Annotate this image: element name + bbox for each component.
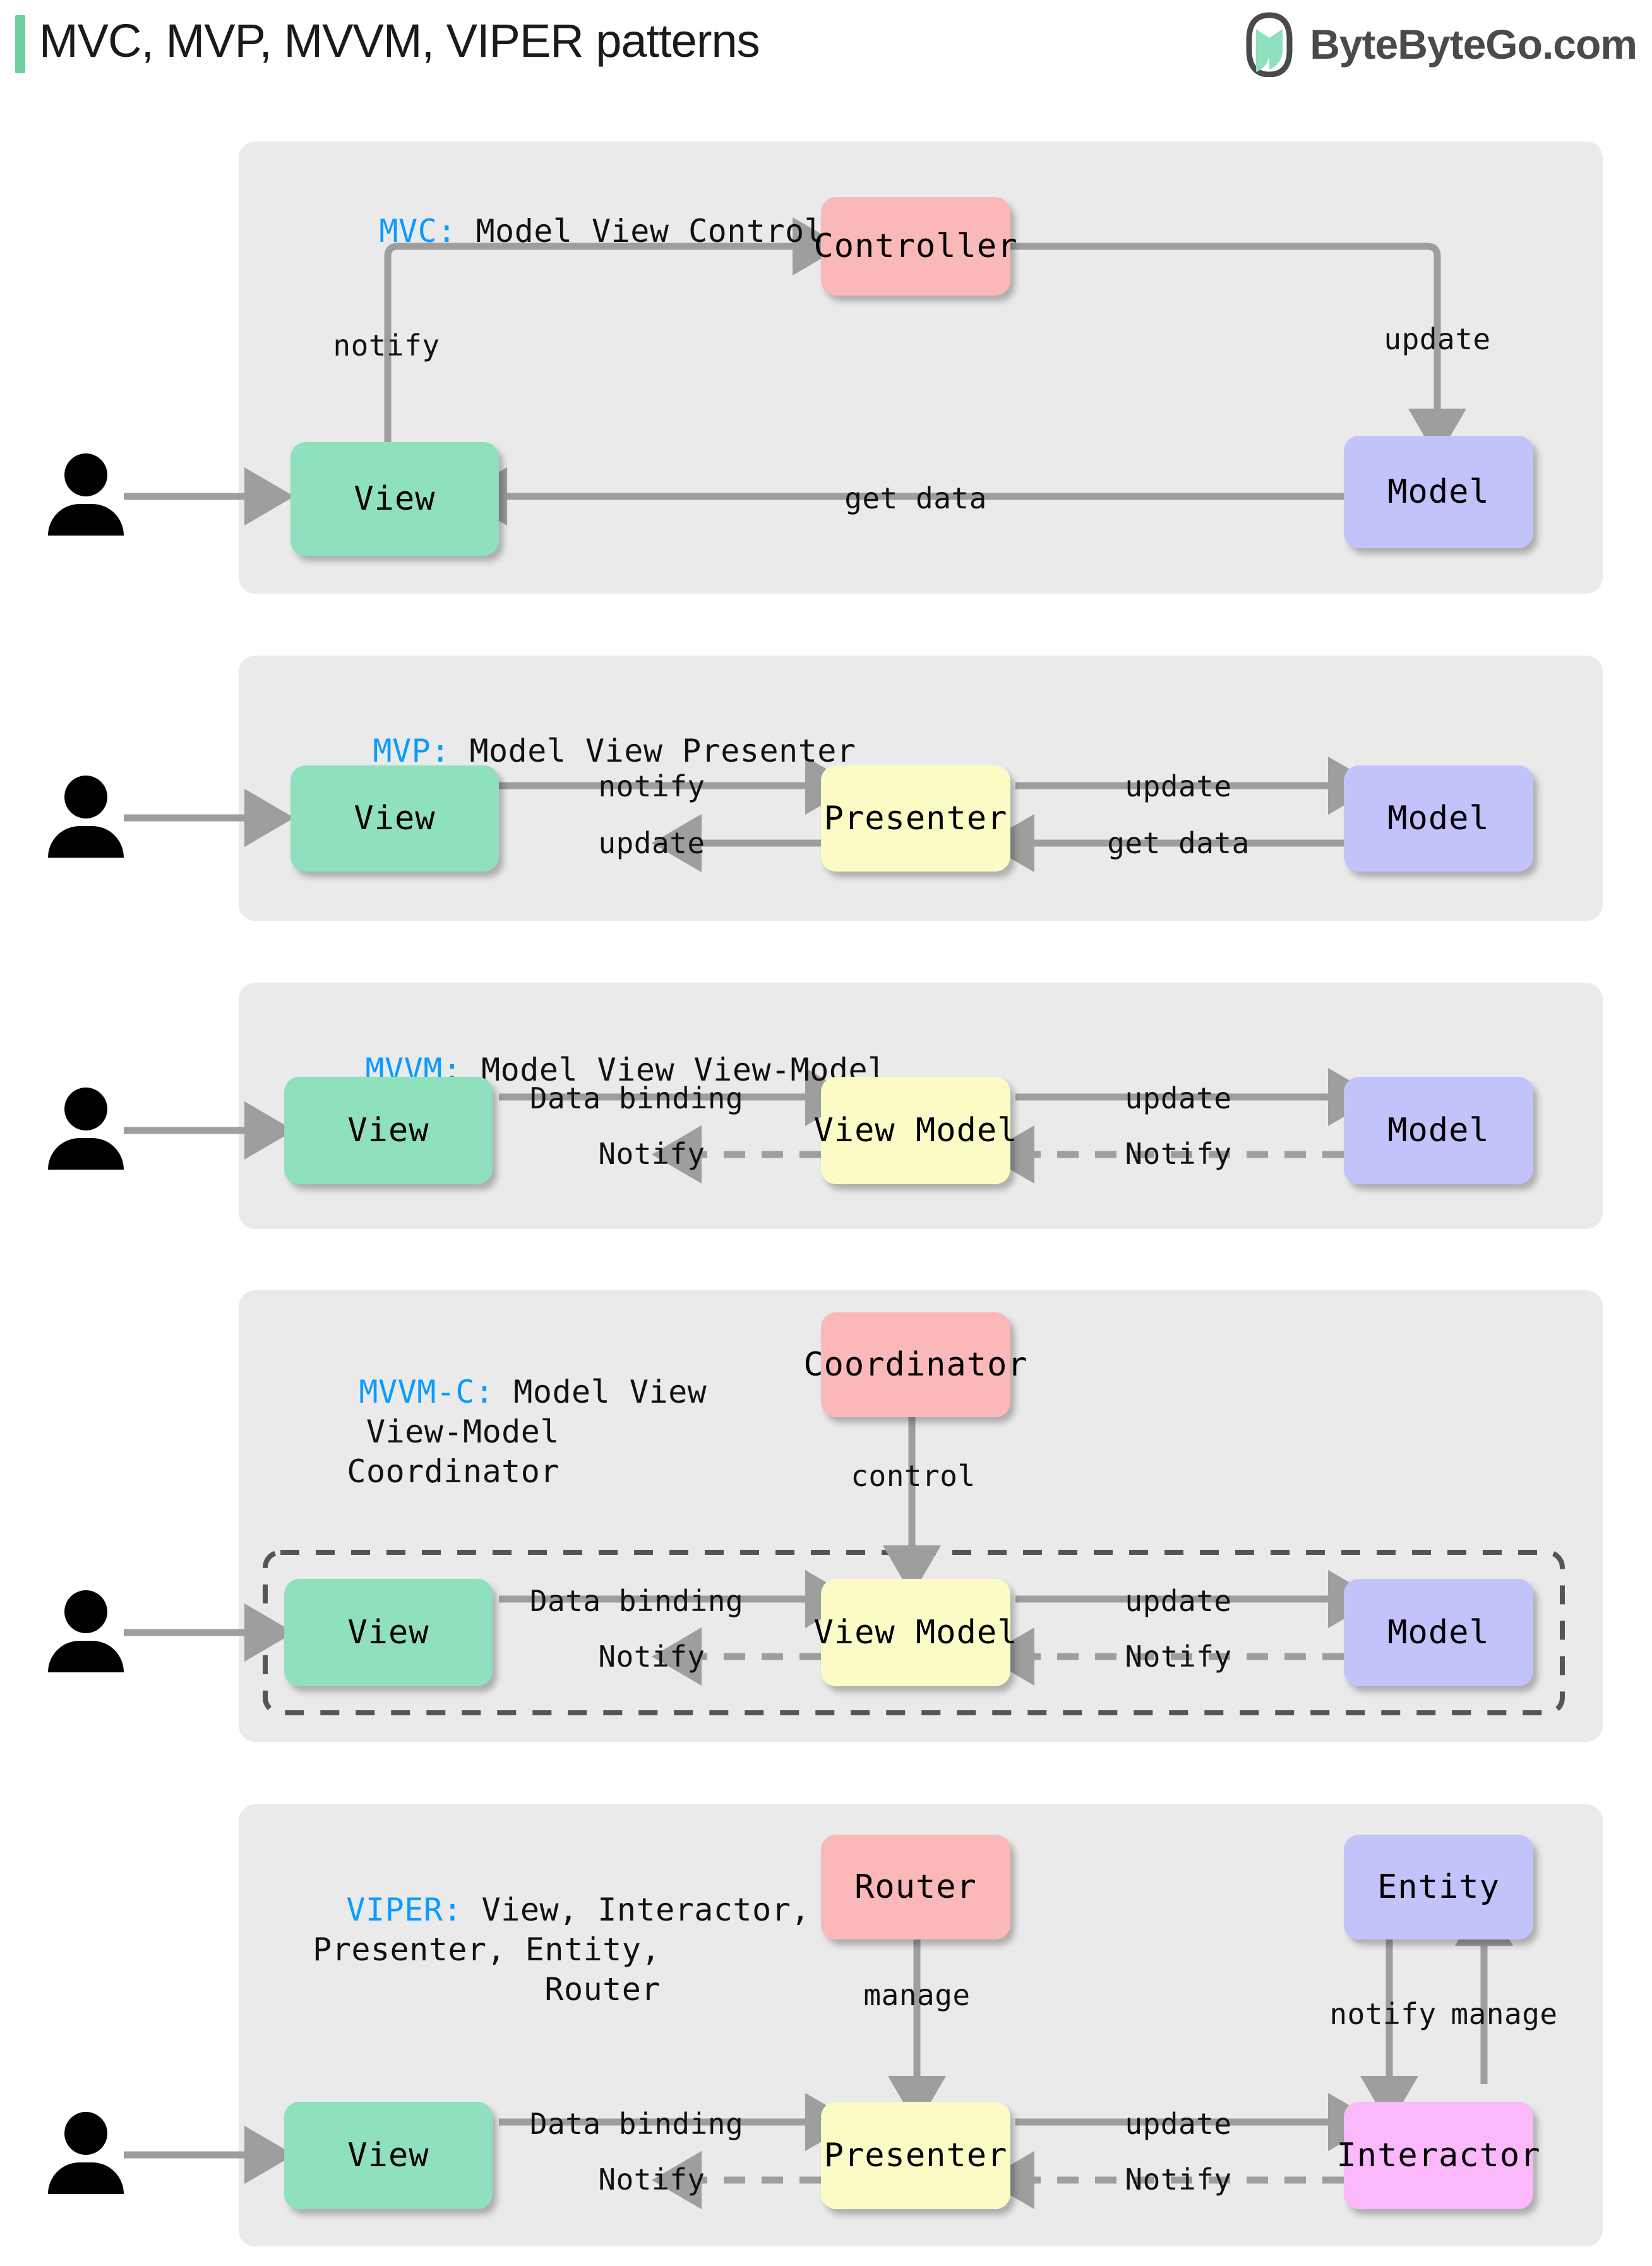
edge-label-mvvm-update: update xyxy=(1125,1081,1232,1115)
section-caption-mvp: MVP: Model View Presenter xyxy=(296,692,856,811)
edge-label-mvvm-notify-model: Notify xyxy=(1125,1137,1232,1171)
node-view-viper[interactable]: View xyxy=(284,2102,493,2209)
node-entity-viper[interactable]: Entity xyxy=(1344,1835,1533,1939)
section-caption-mvc: MVC: Model View Controller xyxy=(302,172,882,291)
node-interactor-viper[interactable]: Interactor xyxy=(1336,2102,1540,2209)
section-title-mvp: Model View Presenter xyxy=(450,733,856,769)
node-model-mvp[interactable]: Model xyxy=(1344,765,1533,872)
actor-head-icon xyxy=(64,776,107,818)
brand-text: ByteByteGo.com xyxy=(1310,21,1637,68)
edge-label-mvc-notify: notify xyxy=(333,328,440,363)
edge-label-viper-manage-router: manage xyxy=(863,1978,971,2012)
node-view-mvvm[interactable]: View xyxy=(284,1077,493,1184)
edge-label-mvp-update-m: update xyxy=(1125,769,1232,803)
user-actor-mvp xyxy=(48,776,124,858)
edge-label-mvp-notify: notify xyxy=(598,769,705,803)
page-header: MVC, MVP, MVVM, VIPER patterns ByteByteG… xyxy=(0,0,1652,95)
page-title: MVC, MVP, MVVM, VIPER patterns xyxy=(39,15,760,67)
actor-body-icon xyxy=(48,1641,124,1672)
brand-logo: ByteByteGo.com xyxy=(1240,11,1637,77)
node-view-mvvmc[interactable]: View xyxy=(284,1579,493,1686)
actor-head-icon xyxy=(64,1590,107,1633)
user-actor-mvvm xyxy=(48,1088,124,1170)
actor-head-icon xyxy=(64,2112,107,2155)
section-caption-viper: VIPER: View, Interactor, Presenter, Enti… xyxy=(269,1850,810,2049)
edge-label-viper-data-binding: Data binding xyxy=(529,2107,744,2141)
node-model-mvc[interactable]: Model xyxy=(1344,436,1533,548)
bytebytego-logo-icon xyxy=(1246,12,1293,77)
node-view-model-mvvm[interactable]: View Model xyxy=(813,1077,1017,1184)
section-caption-mvvmc: MVVM-C: Model View View-Model Coordinato… xyxy=(282,1333,706,1532)
node-presenter-viper[interactable]: Presenter xyxy=(821,2102,1010,2209)
edge-label-viper-notify-entity: notify xyxy=(1329,1997,1437,2031)
accent-bar xyxy=(15,15,25,73)
edge-label-viper-notify-inter: Notify xyxy=(1125,2162,1232,2197)
edge-label-mvc-get-data: get data xyxy=(844,481,987,515)
edge-label-viper-update: update xyxy=(1125,2107,1232,2141)
node-view-mvc[interactable]: View xyxy=(290,442,499,556)
actor-head-icon xyxy=(64,453,107,496)
node-router-viper[interactable]: Router xyxy=(821,1835,1010,1939)
edge-label-mvvmc-notify-view: Notify xyxy=(598,1640,705,1674)
edge-label-mvc-update: update xyxy=(1384,322,1491,356)
edge-label-mvp-update-v: update xyxy=(598,826,705,860)
edge-label-mvvmc-notify-model: Notify xyxy=(1125,1640,1232,1674)
section-abbr-mvvmc: MVVM-C: xyxy=(359,1374,494,1410)
actor-body-icon xyxy=(48,826,124,858)
actor-head-icon xyxy=(64,1088,107,1130)
node-coordinator-mvvmc[interactable]: Coordinator xyxy=(803,1312,1027,1417)
edge-label-mvvmc-control: control xyxy=(851,1459,976,1493)
user-actor-mvc xyxy=(48,453,124,536)
user-actor-viper xyxy=(48,2112,124,2194)
node-model-mvvm[interactable]: Model xyxy=(1344,1077,1533,1184)
edge-label-mvvmc-data-binding: Data binding xyxy=(529,1584,744,1618)
user-actor-mvvmc xyxy=(48,1590,124,1672)
node-view-mvp[interactable]: View xyxy=(290,765,499,872)
node-controller-mvc[interactable]: Controller xyxy=(813,197,1017,296)
section-abbr-mvp: MVP: xyxy=(373,733,450,769)
edge-label-mvvmc-update: update xyxy=(1125,1584,1232,1618)
actor-body-icon xyxy=(48,1138,124,1170)
actor-body-icon xyxy=(48,2162,124,2194)
section-abbr-viper: VIPER: xyxy=(346,1891,463,1928)
edge-label-viper-manage-entity: manage xyxy=(1451,1997,1558,2031)
node-model-mvvmc[interactable]: Model xyxy=(1344,1579,1533,1686)
edge-label-viper-notify-view: Notify xyxy=(598,2162,705,2197)
edge-label-mvvm-data-binding: Data binding xyxy=(529,1081,744,1115)
section-title-viper: View, Interactor, Presenter, Entity, Rou… xyxy=(313,1891,810,2008)
section-abbr-mvc: MVC: xyxy=(379,213,457,249)
section-title-mvvmc: Model View View-Model Coordinator xyxy=(347,1374,707,1490)
edge-label-mvvm-notify-view: Notify xyxy=(598,1137,705,1171)
actor-body-icon xyxy=(48,504,124,536)
edge-label-mvp-get-data: get data xyxy=(1107,826,1250,860)
node-presenter-mvp[interactable]: Presenter xyxy=(821,765,1010,872)
node-view-model-mvvmc[interactable]: View Model xyxy=(813,1579,1017,1686)
